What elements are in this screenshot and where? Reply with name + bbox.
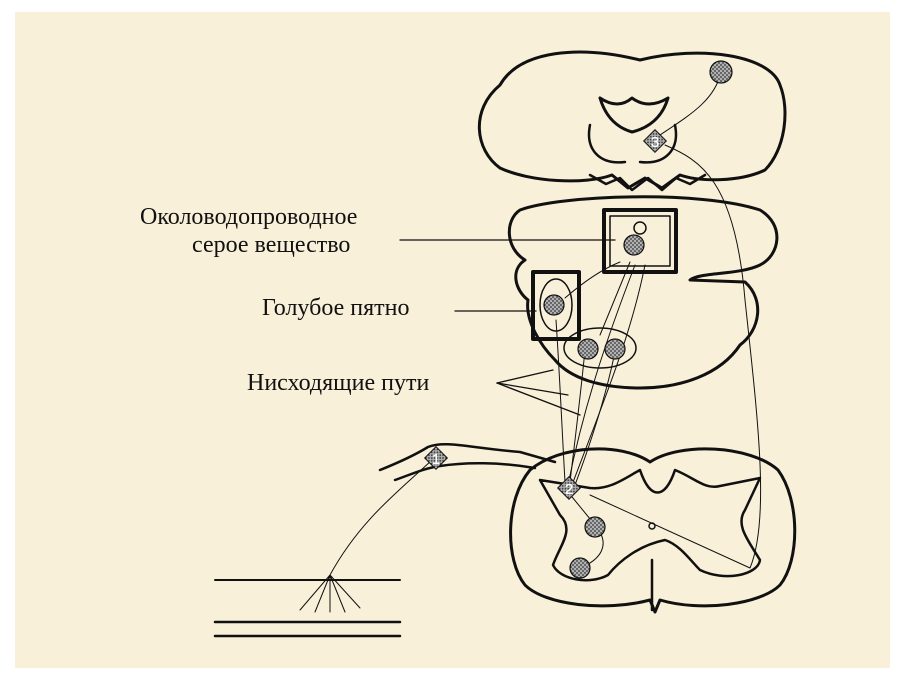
background-panel [15,12,890,668]
label-pag-line1: Околоводопроводное [140,204,357,232]
neuron-3-number: 3 [651,134,659,151]
label-locus-coeruleus: Голубое пятно [262,295,409,323]
nucleus-top-right [710,61,732,83]
neuron-2-number: 2 [565,481,573,498]
nucleus-pag [624,235,644,255]
label-descending-paths: Нисходящие пути [247,370,429,398]
nucleus-raphe-left [578,339,598,359]
nucleus-locus-coeruleus [544,295,564,315]
nucleus-raphe-right [605,339,625,359]
nucleus-spinal-lower [570,558,590,578]
label-periaqueductal-gray: Околоводопроводное серое вещество [140,204,357,259]
neuron-1-number: 1 [432,451,440,468]
label-pag-line2: серое вещество [140,232,357,260]
nucleus-spinal-upper [585,517,605,537]
